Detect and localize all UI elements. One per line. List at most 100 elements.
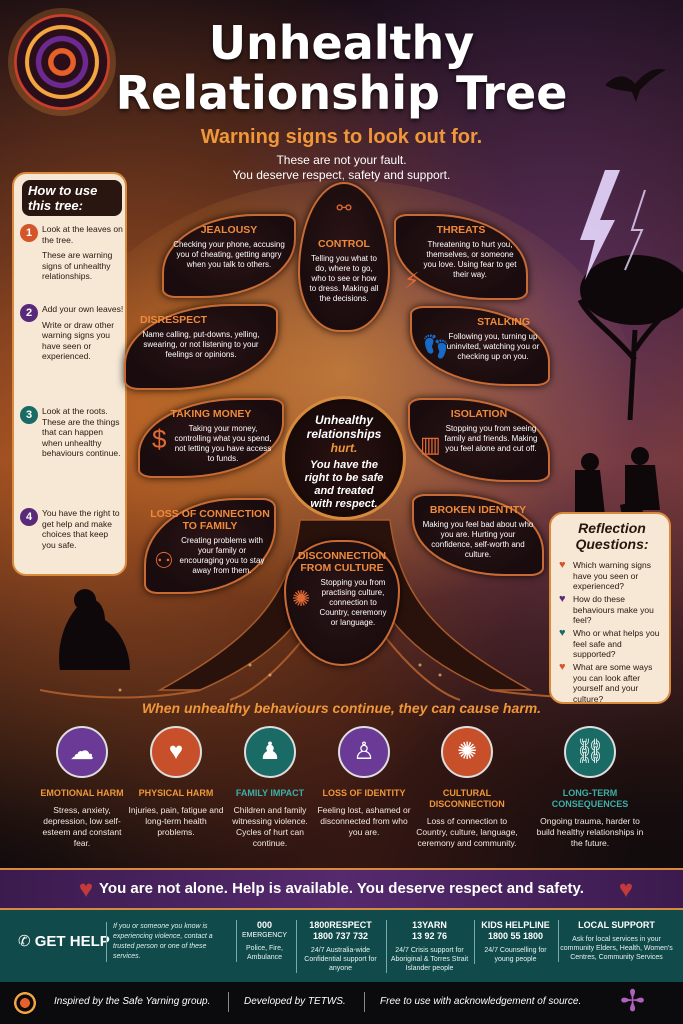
- get-help-description: If you or someone you know is experienci…: [106, 922, 234, 962]
- reflection-title-line: Questions:: [575, 536, 649, 552]
- leaf-title-line: LOSS OF CONNECTION: [150, 508, 270, 520]
- leaf-text: Stopping you from seeing family and frie…: [444, 424, 538, 453]
- lightning-icon: [580, 170, 646, 280]
- footprints-icon: 👣: [422, 334, 450, 359]
- family-icon: ♟: [244, 726, 296, 778]
- contact-number: 1800 55 1800: [487, 931, 544, 941]
- leaf-title: JEALOUSY: [200, 224, 258, 236]
- harm-family-impact: ♟ FAMILY IMPACT Children and family witn…: [222, 726, 318, 849]
- contact-kids-helpline[interactable]: KIDS HELPLINE 1800 55 1800 24/7 Counsell…: [474, 920, 556, 964]
- question-text: Who or what helps you feel safe and supp…: [573, 628, 660, 659]
- leaf-title: ISOLATION: [450, 408, 508, 420]
- contact-13yarn[interactable]: 13YARN 13 92 76 24/7 Crisis support for …: [386, 920, 472, 973]
- footer-divider: [228, 992, 229, 1012]
- lightning-bolt-icon: ⚡: [404, 268, 420, 293]
- harm-heading: When unhealthy behaviours continue, they…: [141, 700, 542, 716]
- support-banner-text: You are not alone. Help is available. Yo…: [99, 880, 584, 897]
- harm-text: Loss of connection to Country, culture, …: [416, 816, 518, 848]
- contact-1800respect[interactable]: 1800RESPECT 1800 737 732 24/7 Australia-…: [296, 920, 384, 973]
- intro-line-2: You deserve respect, safety and support.: [232, 168, 451, 182]
- support-banner: ♥ You are not alone. Help is available. …: [0, 868, 683, 910]
- harm-title: LOSS OF IDENTITY: [322, 788, 406, 798]
- eagle-icon: [605, 68, 666, 102]
- leaf-disrespect: DISRESPECT Name calling, put-downs, yell…: [124, 304, 278, 390]
- reflection-panel: Reflection Questions: ♥ Which warning si…: [549, 512, 671, 704]
- harm-title: PHYSICAL HARM: [138, 788, 214, 798]
- intro-text: These are not your fault. You deserve re…: [0, 153, 683, 183]
- dot-art-circle: [14, 14, 110, 110]
- leaf-title-line: DISCONNECTION: [297, 550, 387, 562]
- how-to-use-panel: How to use this tree: 1 Look at the leav…: [12, 172, 127, 576]
- contact-desc: 24/7 Counselling for young people: [484, 947, 547, 963]
- footer-inspired: Inspired by the Safe Yarning group.: [54, 996, 211, 1007]
- step-number: 4: [20, 508, 38, 526]
- leaf-text: Name calling, put-downs, yelling, sweari…: [142, 330, 260, 359]
- reflection-title: Reflection Questions:: [559, 520, 665, 552]
- center-line: Unhealthy relationships: [285, 413, 403, 441]
- contact-number: 13 92 76: [411, 931, 448, 941]
- help-bar: ✆ GET HELP If you or someone you know is…: [0, 910, 683, 982]
- harm-long-term: ⛓ LONG-TERM CONSEQUENCES Ongoing trauma,…: [530, 726, 650, 849]
- leaf-stalking: STALKING Following you, turning up uninv…: [410, 306, 550, 386]
- title-line-2: Relationship Tree: [115, 66, 568, 120]
- leaf-text: Creating problems with your family or en…: [179, 536, 265, 575]
- leaf-control: ⚯ CONTROL Telling you what to do, where …: [298, 182, 390, 332]
- dollar-icon: $: [152, 424, 167, 454]
- contact-name: 1800RESPECT: [309, 920, 372, 930]
- harm-text: Ongoing trauma, harder to build healthy …: [536, 816, 644, 848]
- contact-local-support[interactable]: LOCAL SUPPORT Ask for local services in …: [558, 920, 674, 962]
- step-text: You have the right to get help and make …: [42, 508, 120, 550]
- center-line: You have the right to be safe and treate…: [285, 459, 403, 511]
- heart-icon: ♥: [559, 559, 566, 571]
- contact-desc: Police, Fire, Ambulance: [246, 945, 283, 961]
- dot-circle-icon: ✺: [441, 726, 493, 778]
- leaf-title: TAKING MONEY: [170, 408, 252, 420]
- step-text: Write or draw other warning signs you ha…: [42, 319, 115, 362]
- center-line-6: and treated: [314, 485, 374, 497]
- leaf-text: Making you feel bad about who you are. H…: [422, 520, 534, 559]
- contact-desc: Ask for local services in your community…: [560, 936, 673, 961]
- heart-icon: ♥: [559, 593, 566, 605]
- leaf-threats: THREATS Threatening to hurt you, themsel…: [394, 214, 528, 300]
- person-icon: ♙: [338, 726, 390, 778]
- step-number: 3: [20, 406, 38, 424]
- center-message: Unhealthy relationships hurt. You have t…: [282, 396, 406, 520]
- leaf-title: DISRESPECT: [140, 314, 208, 326]
- footer-free: Free to use with acknowledgement of sour…: [380, 996, 582, 1007]
- harm-text: Injuries, pain, fatigue and long-term he…: [128, 805, 224, 837]
- question-text: How do these behaviours make you feel?: [573, 594, 654, 625]
- broken-heart-icon: ♥: [150, 726, 202, 778]
- leaf-text: Checking your phone, accusing you of che…: [173, 240, 285, 269]
- center-line-3: hurt.: [330, 441, 358, 455]
- leaf-text: Taking your money, controlling what you …: [174, 424, 272, 463]
- harm-physical: ♥ PHYSICAL HARM Injuries, pain, fatigue …: [128, 726, 224, 838]
- get-help-text: GET HELP: [34, 933, 110, 950]
- contact-name: 000: [256, 920, 273, 930]
- leaf-title-line: FROM CULTURE: [300, 562, 384, 574]
- leaf-text: Following you, turning up uninvited, wat…: [446, 332, 540, 361]
- cage-icon: ▥: [420, 432, 441, 457]
- dragonfly-icon: ✢: [620, 985, 646, 1018]
- heart-icon: ♥: [559, 661, 566, 673]
- contact-name: 13YARN: [412, 920, 447, 930]
- contact-name: LOCAL SUPPORT: [578, 920, 655, 930]
- phone-icon: ✆: [18, 933, 31, 950]
- harm-text: Feeling lost, ashamed or disconnected fr…: [317, 805, 411, 837]
- contact-subtitle: EMERGENCY: [241, 932, 288, 939]
- contact-number: 1800 737 732: [312, 931, 369, 941]
- intro-line-1: These are not your fault.: [276, 153, 407, 167]
- contact-desc: 24/7 Crisis support for Aboriginal & Tor…: [390, 947, 469, 972]
- harm-text: Children and family witnessing violence.…: [232, 805, 308, 848]
- contact-000[interactable]: 000 EMERGENCY Police, Fire, Ambulance: [236, 920, 292, 962]
- contact-desc: 24/7 Australia-wide Confidential support…: [304, 947, 377, 972]
- contact-name: KIDS HELPLINE: [481, 920, 550, 930]
- center-line-4: You have the: [309, 459, 379, 471]
- title-line-1: Unhealthy: [208, 16, 475, 70]
- harm-emotional: ☁ EMOTIONAL HARM Stress, anxiety, depres…: [34, 726, 130, 849]
- leaf-title: DISCONNECTION FROM CULTURE: [286, 550, 398, 574]
- leaf-title: STALKING: [477, 316, 530, 328]
- center-line-7: with respect.: [310, 498, 378, 510]
- leaf-title: CONTROL: [318, 238, 370, 250]
- center-line-5: right to be safe: [304, 472, 384, 484]
- harm-text: Stress, anxiety, depression, low self-es…: [42, 805, 122, 848]
